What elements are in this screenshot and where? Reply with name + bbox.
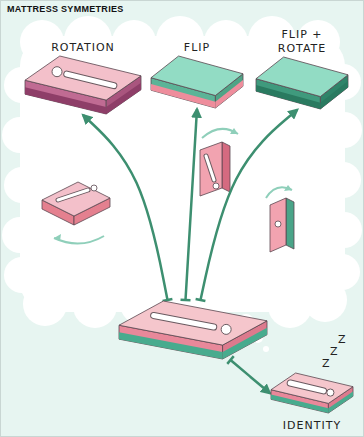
transform-arrow <box>201 110 298 300</box>
cloud-bump <box>204 20 248 64</box>
motion-arrow <box>54 236 104 244</box>
mattress <box>271 373 353 413</box>
sleeper-head <box>52 67 62 77</box>
diagram-title: MATTRESS SYMMETRIES <box>7 4 124 14</box>
mattress-node: IDENTITY <box>270 372 354 433</box>
mattress-top <box>42 182 110 216</box>
mattress-node: FLIP + ROTATE <box>255 28 349 110</box>
mattress-side <box>222 142 230 192</box>
sleep-z: Z <box>322 358 330 370</box>
mattress-top <box>271 373 353 403</box>
mattress-face <box>270 198 286 252</box>
node-label: ROTATION <box>50 41 116 55</box>
flipping-mattress <box>200 142 230 196</box>
sleeper <box>154 316 214 328</box>
transform-arrow <box>231 360 271 393</box>
transform-arrow <box>186 109 198 300</box>
sleep-z: Z <box>338 334 346 346</box>
sleeper <box>67 74 114 86</box>
mattress-node <box>118 300 268 360</box>
mattress-side <box>286 198 294 249</box>
mattress-shape <box>150 55 244 109</box>
cloud-bump <box>64 16 112 64</box>
cloud-bump <box>2 217 38 253</box>
transform-arrow <box>83 115 168 300</box>
mattress-shape <box>24 55 142 115</box>
sleeper-head <box>275 221 281 227</box>
node-label: IDENTITY <box>282 419 342 433</box>
cloud-bump <box>326 112 362 148</box>
sleeper <box>154 316 214 328</box>
cloud-bump <box>2 117 38 153</box>
sleeper-head <box>327 389 334 396</box>
mattress-shape <box>270 372 354 414</box>
node-label: FLIP <box>183 41 211 55</box>
cloud-bump <box>326 212 362 248</box>
mattress-node: FLIP <box>150 36 244 109</box>
mattress-node: ROTATION <box>24 36 142 115</box>
motion-arrow <box>202 129 238 138</box>
thought-cloud <box>2 16 362 352</box>
sleep-z: Z <box>330 346 338 358</box>
cloud-bump <box>112 20 156 64</box>
sleeper-head <box>221 324 231 334</box>
sleeper <box>206 156 214 180</box>
mattress-shape <box>255 56 349 110</box>
mattress-shape <box>118 300 268 360</box>
cloud-bump <box>4 167 40 203</box>
motion-arrowhead <box>54 234 61 241</box>
motion-arrowhead <box>230 128 238 134</box>
thought-bubble <box>263 346 269 352</box>
sleeper-head <box>213 183 219 189</box>
mattress <box>119 301 267 359</box>
sleeper-head <box>91 185 97 191</box>
node-label: FLIP + ROTATE <box>271 28 333 56</box>
sleeper <box>290 383 323 391</box>
mattress <box>25 56 141 114</box>
mattress-top <box>151 56 243 96</box>
mattress-face <box>200 142 222 196</box>
motion-arrowhead <box>284 185 292 191</box>
cloud-bump <box>324 254 360 290</box>
mattress-top <box>25 56 141 100</box>
sleeper <box>67 74 114 86</box>
mattress <box>151 56 243 108</box>
cloud-bump <box>325 162 361 198</box>
sleeper <box>206 156 214 180</box>
mattress-top <box>256 57 348 97</box>
sleeper <box>58 190 88 200</box>
sleeper <box>290 383 323 391</box>
cloud-bump <box>73 284 117 328</box>
cloud-bump <box>4 257 40 293</box>
sleeper <box>58 190 88 200</box>
rotating-mattress <box>42 182 110 225</box>
mattress <box>256 57 348 109</box>
mattress-top <box>119 301 267 345</box>
flip-rotate-mattress <box>270 198 294 252</box>
